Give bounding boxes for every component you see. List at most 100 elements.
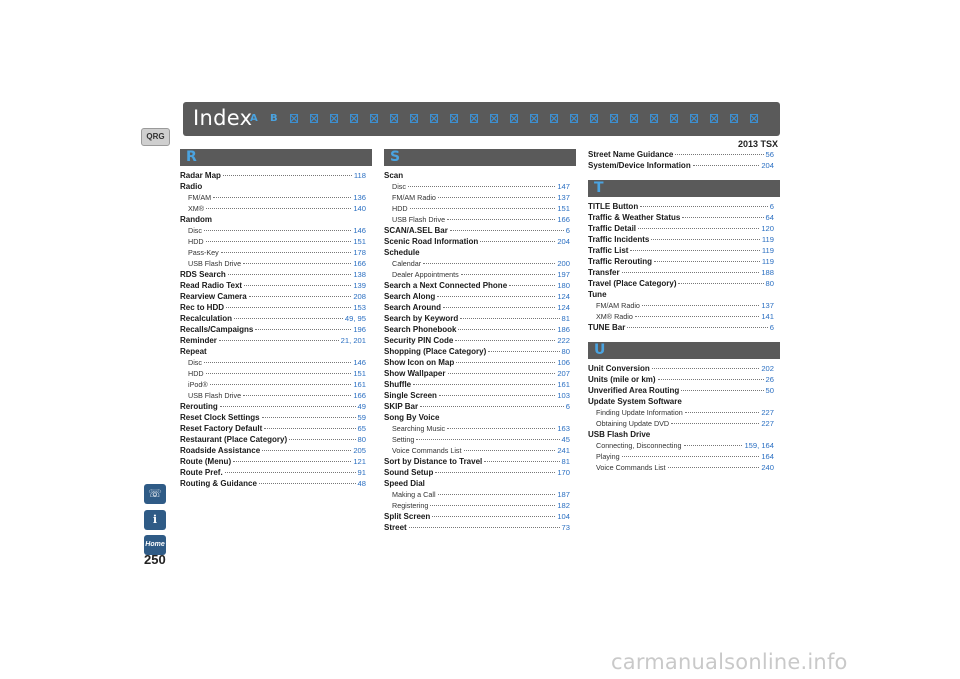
page-link[interactable]: 182 xyxy=(557,501,570,510)
alphabet-letter-link[interactable]: ■ xyxy=(710,113,730,127)
page-link[interactable]: 81 xyxy=(561,314,570,323)
page-link[interactable]: 207 xyxy=(557,369,570,378)
home-button[interactable]: Home xyxy=(144,535,166,555)
alphabet-letter-link[interactable]: ■ xyxy=(290,113,310,127)
page-link[interactable]: 146 xyxy=(353,226,366,235)
page-link[interactable]: 161 xyxy=(557,380,570,389)
page-link[interactable]: 73 xyxy=(561,523,570,532)
info-icon[interactable]: i xyxy=(144,510,166,530)
index-entry[interactable]: Travel (Place Category)80 xyxy=(588,278,774,289)
page-link[interactable]: 104 xyxy=(557,512,570,521)
page-link[interactable]: 121 xyxy=(353,457,366,466)
page-link[interactable]: 6 xyxy=(769,323,774,332)
index-entry[interactable]: Shopping (Place Category)80 xyxy=(384,346,570,357)
index-entry[interactable]: Restaurant (Place Category)80 xyxy=(180,434,366,445)
page-link[interactable]: 153 xyxy=(353,303,366,312)
page-link[interactable]: 227 xyxy=(761,408,774,417)
page-link[interactable]: 50 xyxy=(765,386,774,395)
page-link[interactable]: 6 xyxy=(565,226,570,235)
page-link[interactable]: 166 xyxy=(557,215,570,224)
page-link[interactable]: 26 xyxy=(765,375,774,384)
page-link[interactable]: 138 xyxy=(353,270,366,279)
alphabet-letter-link[interactable]: ■ xyxy=(330,113,350,127)
page-link[interactable]: 227 xyxy=(761,419,774,428)
page-link[interactable]: 180 xyxy=(557,281,570,290)
page-link[interactable]: 208 xyxy=(353,292,366,301)
alphabet-letter-link[interactable]: ■ xyxy=(690,113,710,127)
page-link[interactable]: 147 xyxy=(557,182,570,191)
page-link[interactable]: 80 xyxy=(357,435,366,444)
page-link[interactable]: 137 xyxy=(761,301,774,310)
page-link[interactable]: 166 xyxy=(353,391,366,400)
index-entry[interactable]: Units (mile or km)26 xyxy=(588,374,774,385)
page-link[interactable]: 49, 95 xyxy=(344,314,366,323)
page-link[interactable]: 119 xyxy=(761,246,774,255)
page-link[interactable]: 64 xyxy=(765,213,774,222)
alphabet-letter-link[interactable]: ■ xyxy=(350,113,370,127)
page-link[interactable]: 166 xyxy=(353,259,366,268)
qrg-button[interactable]: QRG xyxy=(141,128,170,146)
alphabet-letter-link[interactable]: ■ xyxy=(450,113,470,127)
page-link[interactable]: 141 xyxy=(761,312,774,321)
page-link[interactable]: 118 xyxy=(353,171,366,180)
page-link[interactable]: 151 xyxy=(353,369,366,378)
alphabet-letter-link[interactable]: ■ xyxy=(490,113,510,127)
alphabet-letter-link[interactable]: ■ xyxy=(730,113,750,127)
page-link[interactable]: 136 xyxy=(353,193,366,202)
alphabet-letter-link[interactable]: ■ xyxy=(470,113,490,127)
page-link[interactable]: 106 xyxy=(557,358,570,367)
page-link[interactable]: 80 xyxy=(561,347,570,356)
page-link[interactable]: 80 xyxy=(765,279,774,288)
page-link[interactable]: 178 xyxy=(353,248,366,257)
page-link[interactable]: 163 xyxy=(557,424,570,433)
page-link[interactable]: 119 xyxy=(761,235,774,244)
alphabet-letter-link[interactable]: ■ xyxy=(570,113,590,127)
index-entry[interactable]: Route (Menu)121 xyxy=(180,456,366,467)
page-link[interactable]: 45 xyxy=(561,435,570,444)
page-link[interactable]: 202 xyxy=(761,364,774,373)
alphabet-letter-link[interactable]: A xyxy=(250,113,258,124)
page-link[interactable]: 170 xyxy=(557,468,570,477)
page-link[interactable]: 159, 164 xyxy=(744,441,774,450)
